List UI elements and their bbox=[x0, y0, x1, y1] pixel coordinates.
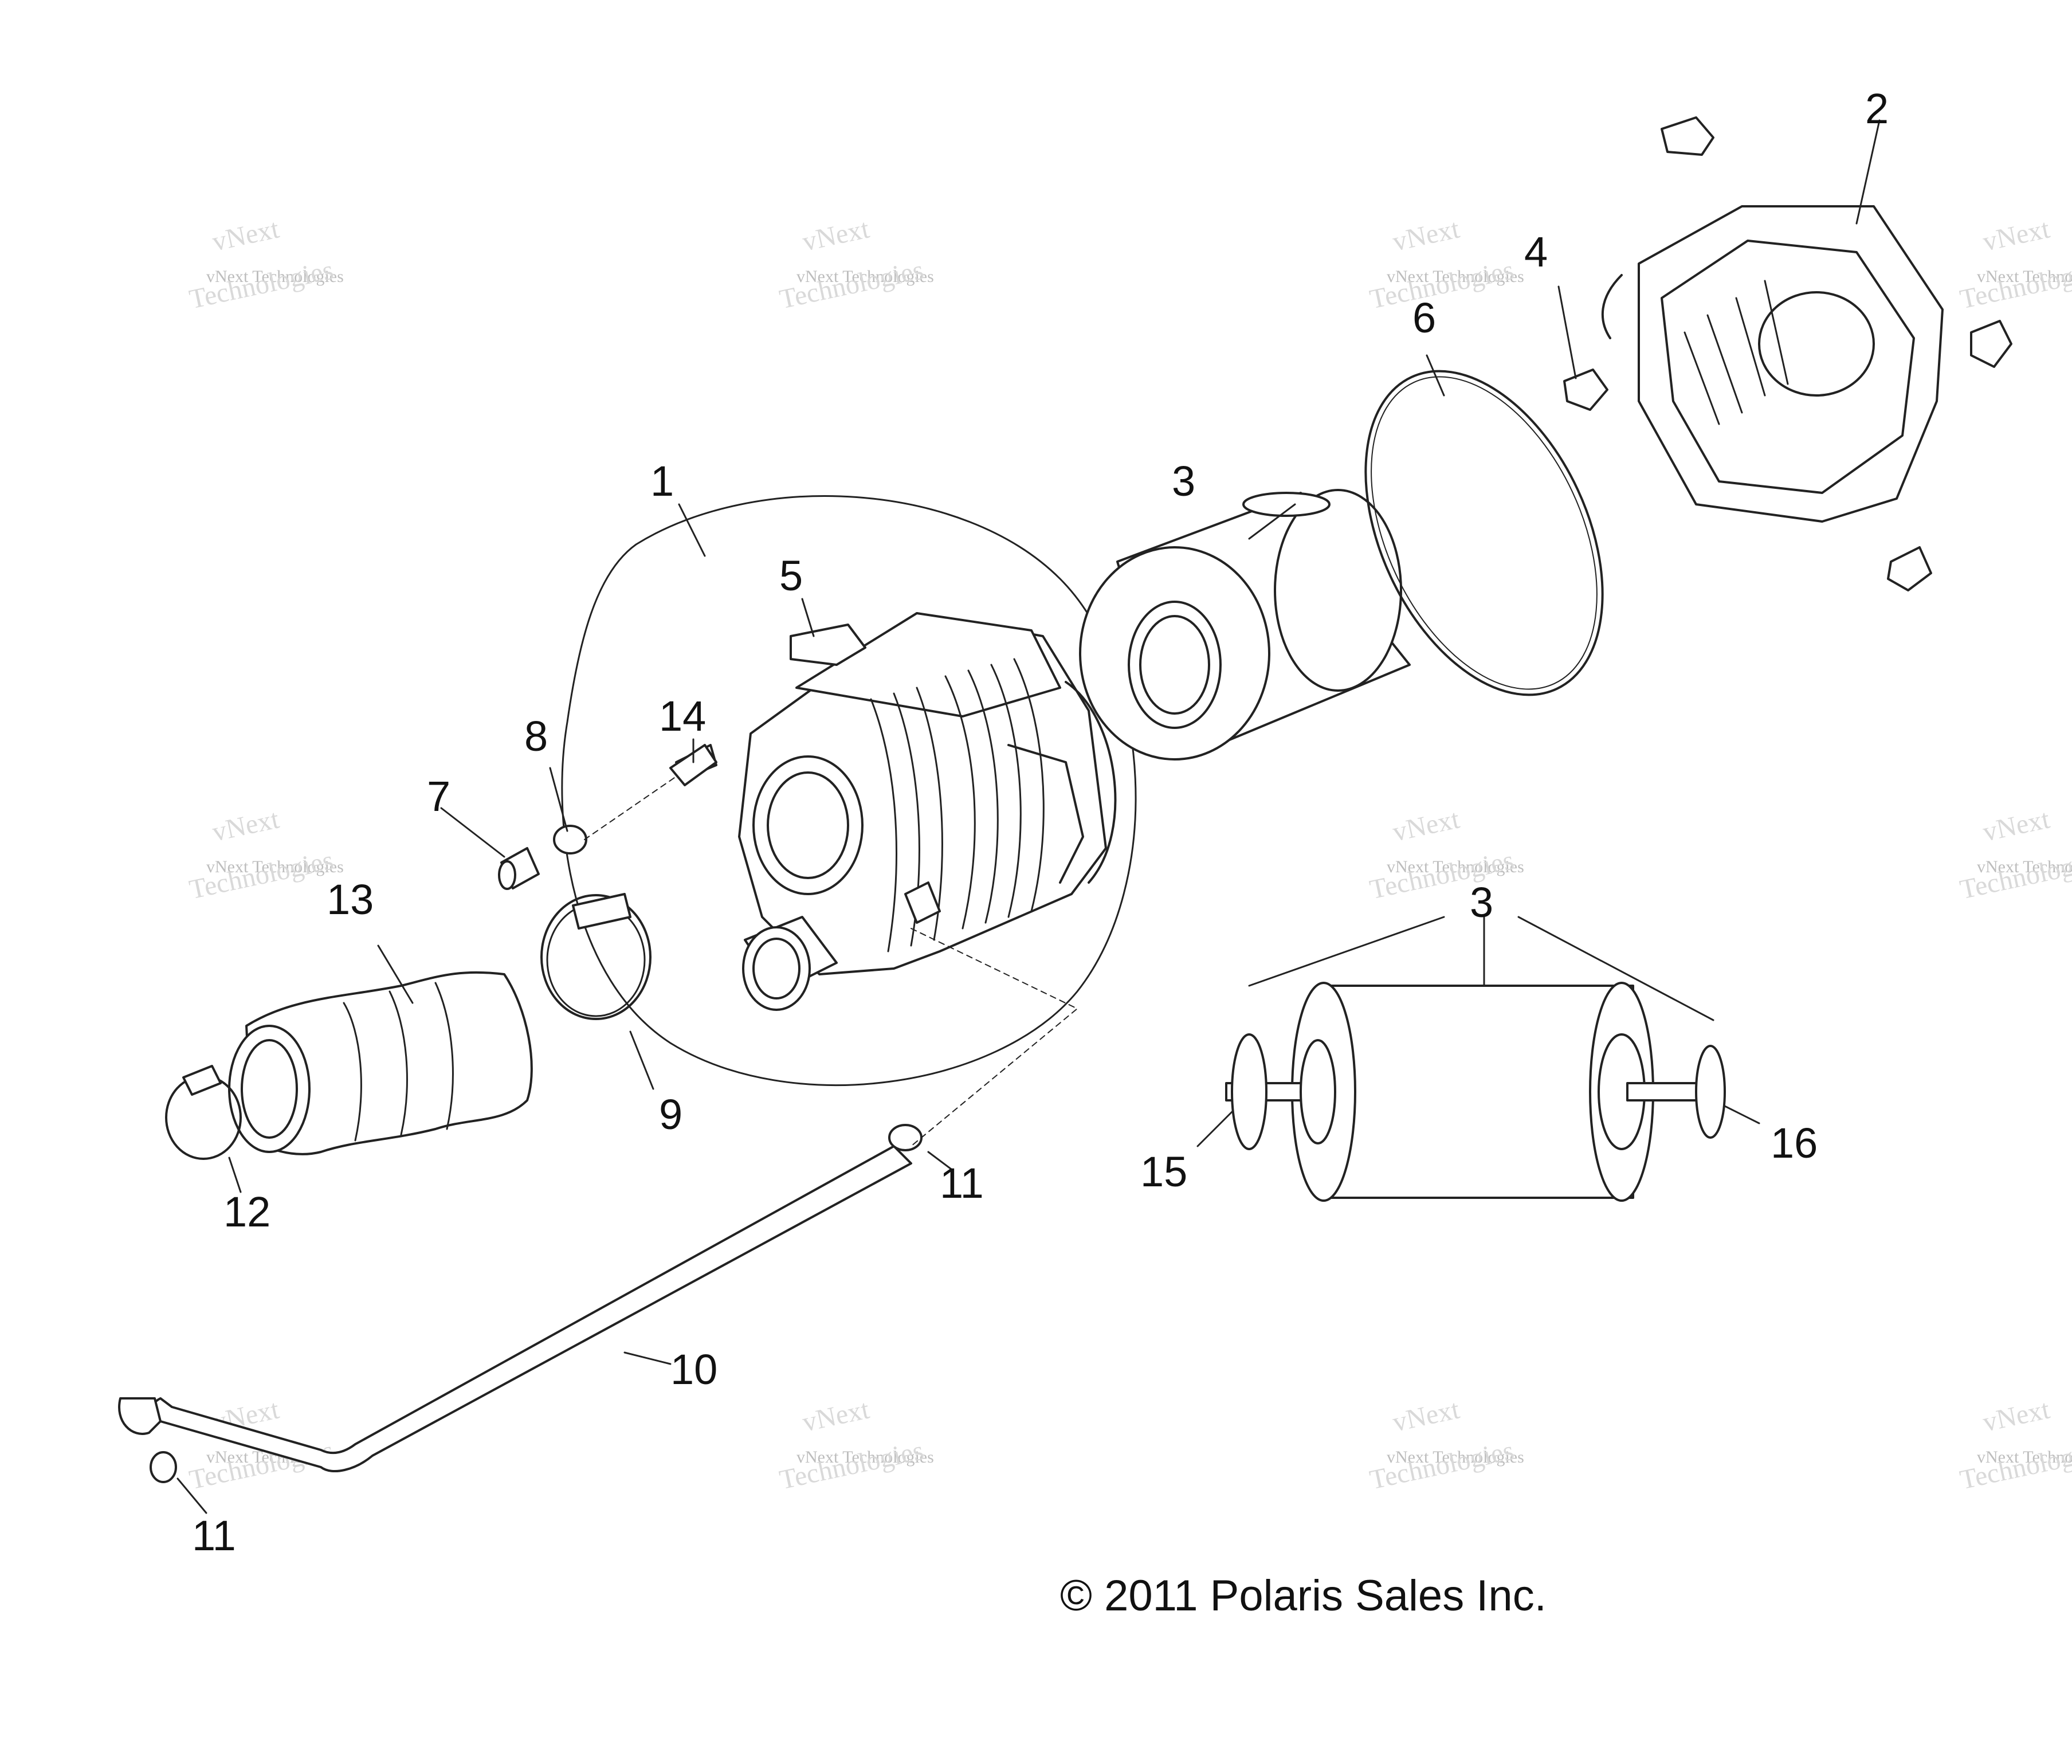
drain-plug bbox=[498, 847, 540, 890]
large-hose-clamp bbox=[540, 893, 652, 1020]
air-filter-kit bbox=[1225, 982, 1726, 1202]
svg-text:vNext: vNext bbox=[1980, 213, 2053, 257]
watermark-10: vNext vNext Technologies Technologies bbox=[777, 1394, 934, 1495]
watermark-2: vNext vNext Technologies Technologies bbox=[777, 213, 934, 315]
svg-text:vNext Technologies: vNext Technologies bbox=[206, 267, 344, 286]
svg-text:Technologies: Technologies bbox=[777, 254, 927, 315]
svg-text:Technologies: Technologies bbox=[1957, 845, 2072, 905]
callouts: 1 2 3 3 4 5 6 7 8 9 10 11 11 12 13 14 15… bbox=[192, 85, 1889, 1559]
svg-text:vNext Technologies: vNext Technologies bbox=[1977, 857, 2072, 876]
airbox-cover bbox=[1601, 205, 1944, 523]
svg-text:vNext Technologies: vNext Technologies bbox=[1977, 1448, 2072, 1467]
svg-text:vNext: vNext bbox=[210, 213, 282, 257]
svg-text:Technologies: Technologies bbox=[777, 1435, 927, 1495]
watermark-1: vNext vNext Technologies Technologies bbox=[187, 213, 344, 315]
svg-text:Technologies: Technologies bbox=[1367, 254, 1517, 315]
callout-15: 15 bbox=[1140, 1148, 1187, 1195]
svg-text:vNext Technologies: vNext Technologies bbox=[1977, 267, 2072, 286]
airbox-housing bbox=[675, 612, 1117, 1011]
svg-text:vNext: vNext bbox=[1390, 1394, 1462, 1437]
callout-6: 6 bbox=[1412, 294, 1436, 342]
latch-clip-3 bbox=[1887, 546, 1932, 591]
hose-clamp-top bbox=[888, 1124, 923, 1151]
intake-boot bbox=[228, 971, 533, 1155]
svg-text:vNext: vNext bbox=[800, 213, 872, 257]
svg-text:Technologies: Technologies bbox=[1367, 1435, 1517, 1495]
watermark-12: vNext vNext Technologies Technologies bbox=[1957, 1394, 2072, 1495]
callout-11-top: 11 bbox=[940, 1159, 984, 1207]
latch-clip-1 bbox=[1661, 116, 1714, 156]
callout-13: 13 bbox=[327, 876, 374, 923]
o-ring-seal bbox=[1364, 370, 1604, 696]
svg-text:Technologies: Technologies bbox=[1367, 845, 1517, 905]
svg-text:Technologies: Technologies bbox=[187, 845, 336, 905]
callout-9: 9 bbox=[659, 1091, 682, 1138]
svg-text:vNext Technologies: vNext Technologies bbox=[1387, 857, 1524, 876]
svg-text:Technologies: Technologies bbox=[1957, 254, 2072, 315]
callout-2: 2 bbox=[1865, 85, 1889, 132]
retaining-clip bbox=[1563, 369, 1608, 411]
watermark-8: vNext vNext Technologies Technologies bbox=[1957, 803, 2072, 905]
svg-text:vNext Technologies: vNext Technologies bbox=[796, 267, 934, 286]
boot-clamp bbox=[165, 1065, 242, 1160]
assembly-outline bbox=[561, 495, 1137, 1087]
callout-3-bottom: 3 bbox=[1470, 879, 1493, 926]
air-filter-element bbox=[1079, 489, 1411, 761]
callout-16: 16 bbox=[1771, 1119, 1818, 1167]
callout-8: 8 bbox=[524, 712, 548, 760]
small-clamp bbox=[553, 825, 587, 854]
svg-text:vNext: vNext bbox=[800, 1394, 872, 1437]
svg-text:vNext: vNext bbox=[1390, 803, 1462, 847]
callout-4: 4 bbox=[1524, 228, 1548, 276]
svg-text:vNext: vNext bbox=[1980, 803, 2053, 847]
copyright-text: © 2011 Polaris Sales Inc. bbox=[1060, 1571, 1547, 1620]
callout-11-bottom: 11 bbox=[192, 1512, 236, 1559]
watermark-4: vNext vNext Technologies Technologies bbox=[1957, 213, 2072, 315]
svg-text:vNext: vNext bbox=[1390, 213, 1462, 257]
svg-text:Technologies: Technologies bbox=[1957, 1435, 2072, 1495]
latch-clip-2 bbox=[1970, 320, 2012, 368]
svg-text:vNext Technologies: vNext Technologies bbox=[206, 857, 344, 876]
watermark-11: vNext vNext Technologies Technologies bbox=[1367, 1394, 1524, 1495]
svg-text:vNext: vNext bbox=[210, 803, 282, 847]
watermark-3: vNext vNext Technologies Technologies bbox=[1367, 213, 1524, 315]
callout-1: 1 bbox=[650, 457, 674, 505]
svg-text:vNext Technologies: vNext Technologies bbox=[1387, 267, 1524, 286]
watermark-5: vNext vNext Technologies Technologies bbox=[187, 803, 344, 905]
leader-lines bbox=[176, 119, 1881, 1514]
callout-5: 5 bbox=[779, 552, 803, 599]
callout-7: 7 bbox=[427, 773, 450, 820]
svg-text:vNext Technologies: vNext Technologies bbox=[1387, 1448, 1524, 1467]
svg-text:Technologies: Technologies bbox=[187, 254, 336, 315]
callout-12: 12 bbox=[223, 1188, 270, 1236]
callout-3-top: 3 bbox=[1172, 457, 1195, 505]
watermark-7: vNext vNext Technologies Technologies bbox=[1367, 803, 1524, 905]
hose-clamp-bottom bbox=[150, 1451, 177, 1483]
svg-text:vNext: vNext bbox=[1980, 1394, 2053, 1437]
callout-10: 10 bbox=[670, 1346, 717, 1393]
callout-14: 14 bbox=[659, 692, 706, 740]
svg-text:vNext Technologies: vNext Technologies bbox=[796, 1448, 934, 1467]
